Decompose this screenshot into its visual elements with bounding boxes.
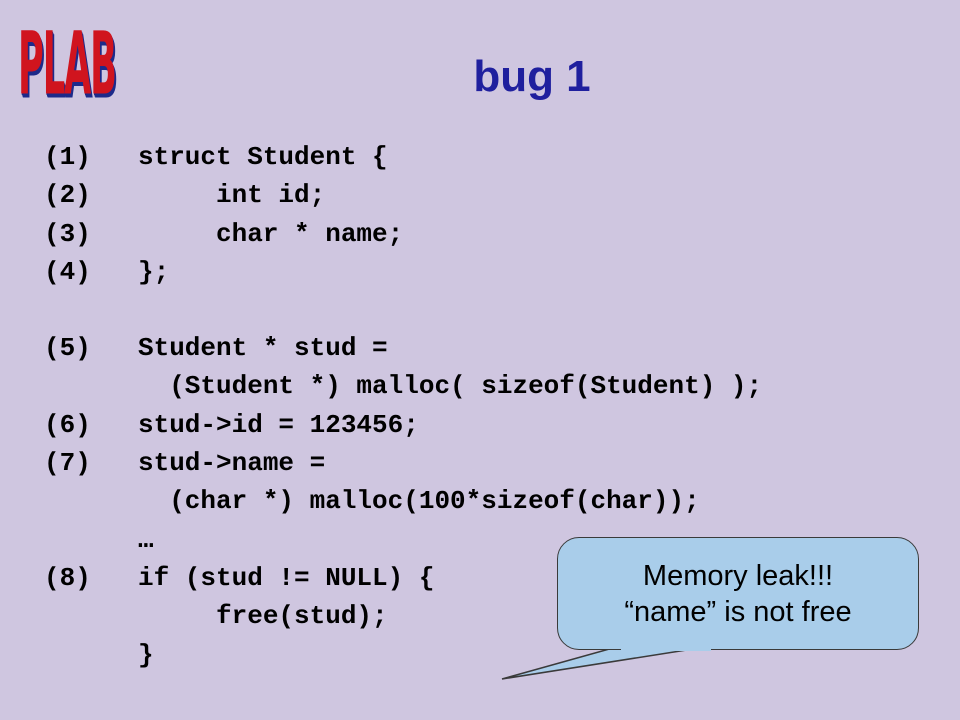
code-text: if (stud != NULL) { [138,562,435,593]
code-line: (Student *) malloc( sizeof(Student) ); [44,367,762,405]
code-text: stud->name = [138,448,326,479]
code-line: (4)}; [44,253,762,291]
code-line: (2) int id; [44,176,762,214]
code-text: }; [138,256,170,287]
code-line: } [44,636,762,674]
slide-title: bug 1 [473,52,591,101]
code-text: } [138,639,154,670]
code-text: Student * stud = [138,333,388,364]
line-number: (7) [44,448,91,479]
code-line: (8) if (stud != NULL) { [44,559,762,597]
callout-bubble: Memory leak!!! “name” is not free [557,537,919,650]
code-text: int id; [138,180,326,211]
line-number: (3) [44,218,91,249]
code-line: (5) Student * stud = [44,329,762,367]
code-line: (7) stud->name = [44,444,762,482]
code-line: (3) char * name; [44,215,762,253]
code-text: (char *) malloc(100*sizeof(char)); [138,486,700,517]
code-text: stud->id = 123456; [138,409,419,440]
line-number: (5) [44,333,91,364]
callout-line-1: Memory leak!!! [642,559,834,592]
code-text: struct Student { [138,142,388,172]
code-line: free(stud); [44,597,762,635]
plab-logo: PLAB [18,15,117,116]
line-number: (2) [44,180,91,211]
line-number: (1) [44,142,91,172]
line-number: (6) [44,409,91,440]
code-text: (Student *) malloc( sizeof(Student) ); [138,371,763,402]
code-line: (6) stud->id = 123456; [44,406,762,444]
code-block: (1) struct Student { (2) int id; (3) char… [44,138,762,674]
code-line: (1) struct Student { [44,138,762,176]
code-line: … [44,521,762,559]
callout-line-2: “name” is not free [624,595,852,628]
line-number: (8) [44,562,91,593]
line-number: (4) [44,256,91,287]
code-text: free(stud); [138,601,388,632]
code-text: char * name; [138,218,404,249]
code-line: (char *) malloc(100*sizeof(char)); [44,482,762,520]
code-text: … [138,524,154,555]
